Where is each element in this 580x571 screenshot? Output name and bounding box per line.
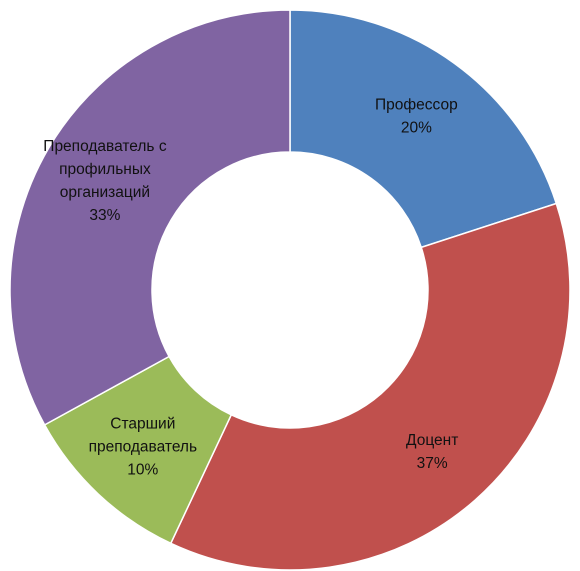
- donut-slice-4: [9, 9, 291, 426]
- slice-name-label-3-line-1: Старший: [110, 416, 175, 433]
- slice-label-1: Профессор 20%: [375, 97, 458, 137]
- slice-value-label-3: 10%: [127, 462, 158, 479]
- slice-name-label-1-line-1: Профессор: [375, 97, 458, 114]
- slice-value-label-4: 33%: [89, 207, 120, 224]
- slice-label-4: Преподаватель с профильных организаций 33%: [43, 138, 167, 224]
- slice-label-3: Старший преподаватель 10%: [89, 416, 197, 479]
- slice-name-label-3-line-2: преподаватель: [89, 439, 197, 456]
- slice-name-label-4-line-3: организаций: [60, 184, 150, 201]
- slice-name-label-2-line-1: Доцент: [406, 432, 458, 449]
- slice-name-label-4-line-2: профильных: [59, 161, 151, 178]
- donut-slice-2: [169, 202, 571, 571]
- slice-value-label-1: 20%: [401, 120, 432, 137]
- slice-value-label-2: 37%: [417, 455, 448, 472]
- donut-slice-1: [289, 9, 558, 249]
- slice-label-2: Доцент 37%: [406, 432, 458, 472]
- slice-name-label-4-line-1: Преподаватель с: [43, 138, 167, 155]
